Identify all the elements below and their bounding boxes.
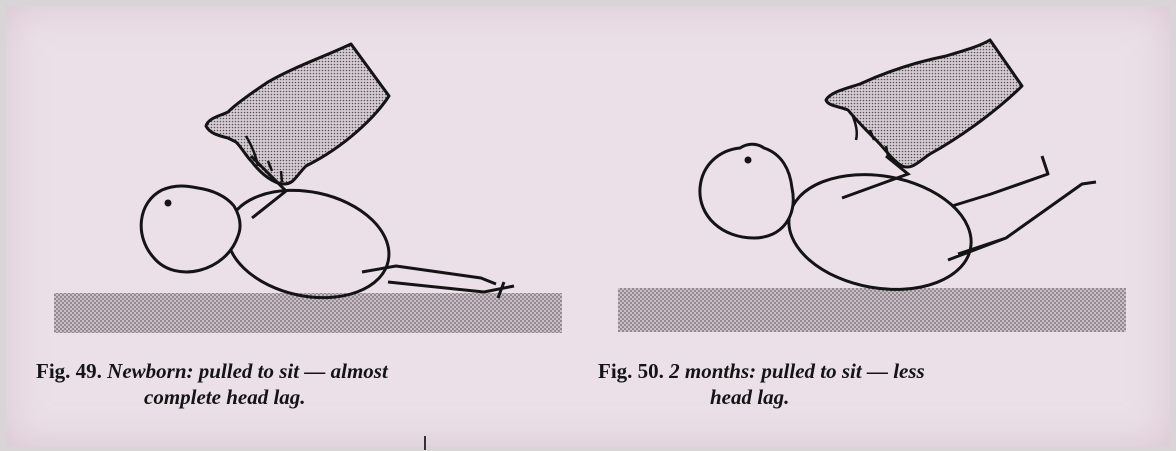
figure-49-caption: Fig. 49. Newborn: pulled to sit — almost… xyxy=(36,358,556,410)
figure-50-number: Fig. 50. xyxy=(598,359,664,383)
figure-49-caption-line1: Newborn: pulled to sit — almost xyxy=(107,359,388,383)
baby-eye xyxy=(165,200,172,207)
scan-artifact-mark xyxy=(424,436,426,450)
figure-50: Fig. 50. 2 months: pulled to sit — less … xyxy=(586,6,1170,446)
figure-50-caption-line2: head lag. xyxy=(598,384,1118,410)
table-surface xyxy=(54,293,562,333)
figure-50-caption-line1: 2 months: pulled to sit — less xyxy=(669,359,925,383)
baby-body xyxy=(217,176,399,312)
baby-eye xyxy=(745,157,752,164)
figure-49-caption-line2: complete head lag. xyxy=(36,384,556,410)
baby-head xyxy=(141,186,240,272)
examiner-hand xyxy=(206,44,389,184)
figure-49-number: Fig. 49. xyxy=(36,359,102,383)
book-page: Fig. 49. Newborn: pulled to sit — almost… xyxy=(6,6,1170,446)
figure-50-caption: Fig. 50. 2 months: pulled to sit — less … xyxy=(598,358,1118,410)
figure-49: Fig. 49. Newborn: pulled to sit — almost… xyxy=(6,6,586,446)
examiner-hand xyxy=(826,40,1022,167)
baby-body xyxy=(780,161,981,303)
table-surface xyxy=(618,288,1126,332)
